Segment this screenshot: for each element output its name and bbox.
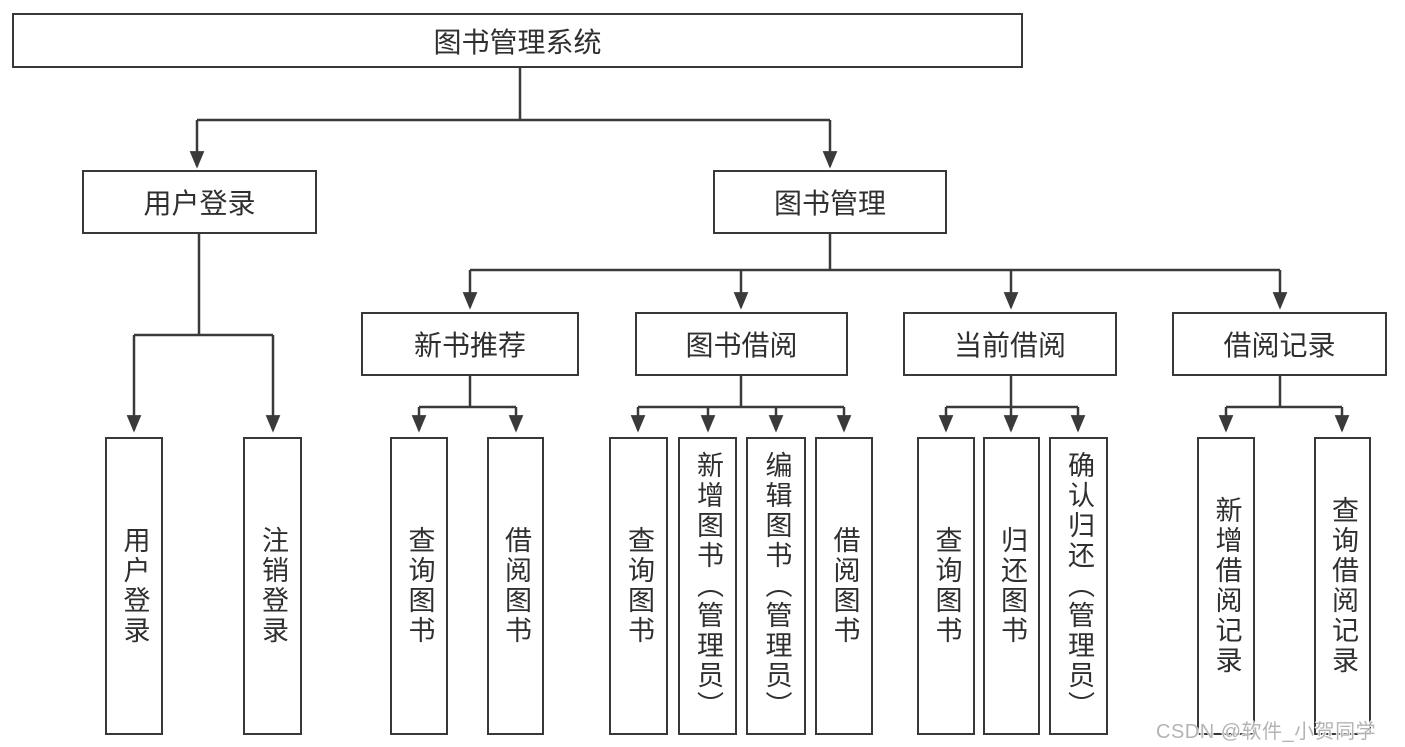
connector-rails bbox=[134, 68, 1342, 409]
node-book-borrow: 图书借阅 bbox=[635, 312, 848, 376]
node-new-book-recommend: 新书推荐 bbox=[361, 312, 579, 376]
leaf-query-borrow-record: 查询借阅记录 bbox=[1314, 437, 1371, 735]
leaf-add-borrow-record: 新增借阅记录 bbox=[1197, 437, 1255, 735]
node-library-management-system: 图书管理系统 bbox=[12, 13, 1023, 68]
leaf-borrow-books: 借阅图书 bbox=[487, 437, 544, 735]
node-user-login: 用户登录 bbox=[82, 170, 317, 234]
leaf-return-books: 归还图书 bbox=[983, 437, 1040, 735]
leaf-query-books: 查询图书 bbox=[390, 437, 448, 735]
leaf-borrow-books: 借阅图书 bbox=[815, 437, 873, 735]
leaf-query-books: 查询图书 bbox=[609, 437, 668, 735]
node-borrow-records: 借阅记录 bbox=[1172, 312, 1387, 376]
leaf-query-books: 查询图书 bbox=[917, 437, 975, 735]
node-book-management: 图书管理 bbox=[713, 170, 947, 234]
leaf-edit-books-admin: 编辑图书（管理员） bbox=[746, 437, 806, 735]
leaf-add-books-admin: 新增图书（管理员） bbox=[678, 437, 737, 735]
node-current-borrow: 当前借阅 bbox=[903, 312, 1117, 376]
leaf-logout: 注销登录 bbox=[243, 437, 302, 735]
leaf-confirm-return-admin: 确认归还（管理员） bbox=[1049, 437, 1108, 735]
csdn-watermark: CSDN @软件_小贺同学 bbox=[1156, 721, 1377, 743]
leaf-user-login: 用户登录 bbox=[105, 437, 163, 735]
